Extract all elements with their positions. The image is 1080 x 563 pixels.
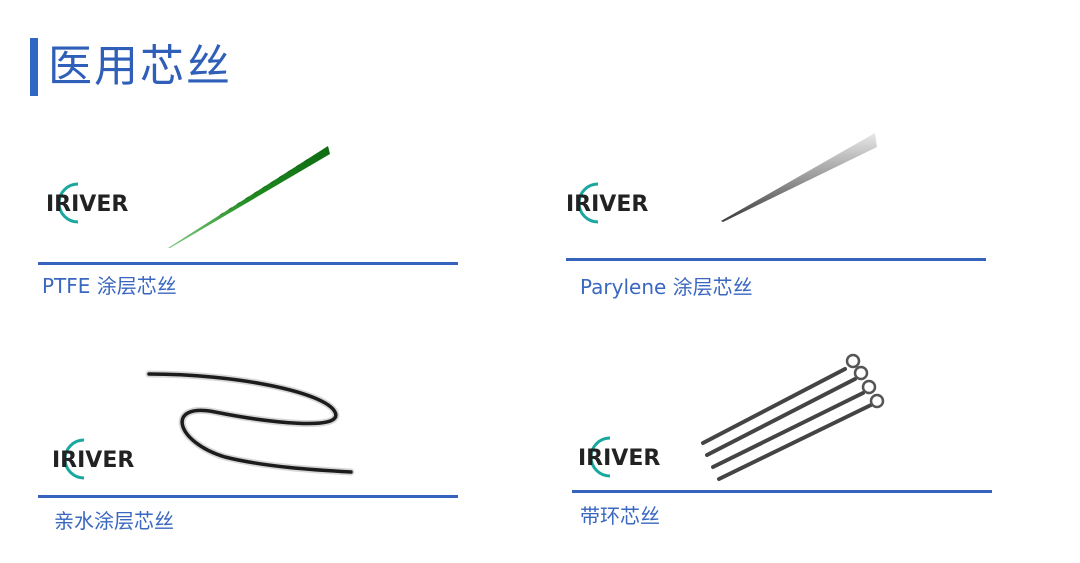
title-accent-bar	[30, 38, 38, 96]
iriver-logo: IRIVER	[46, 182, 128, 224]
looped-wire-image	[701, 353, 885, 481]
parylene-label: Parylene 涂层芯丝	[580, 275, 753, 299]
svg-text:IRIVER: IRIVER	[566, 192, 648, 217]
ptfe-label: PTFE 涂层芯丝	[42, 274, 177, 298]
looped-label: 带环芯丝	[580, 504, 660, 528]
hydrophilic-divider	[38, 495, 458, 498]
svg-text:IRIVER: IRIVER	[578, 446, 660, 471]
svg-text:IRIVER: IRIVER	[52, 448, 134, 473]
parylene-wire-image	[721, 133, 877, 222]
parylene-divider	[566, 258, 986, 261]
svg-text:IRIVER: IRIVER	[46, 192, 128, 217]
hydrophilic-label: 亲水涂层芯丝	[54, 509, 174, 533]
hydrophilic-wire-image	[145, 370, 355, 476]
looped-divider	[572, 490, 992, 493]
iriver-logo: IRIVER	[578, 436, 660, 478]
iriver-logo: IRIVER	[566, 182, 648, 224]
ptfe-wire-image	[168, 146, 330, 248]
page-title: 医用芯丝	[48, 41, 232, 92]
ptfe-divider	[38, 262, 458, 265]
iriver-logo: IRIVER	[52, 438, 134, 480]
